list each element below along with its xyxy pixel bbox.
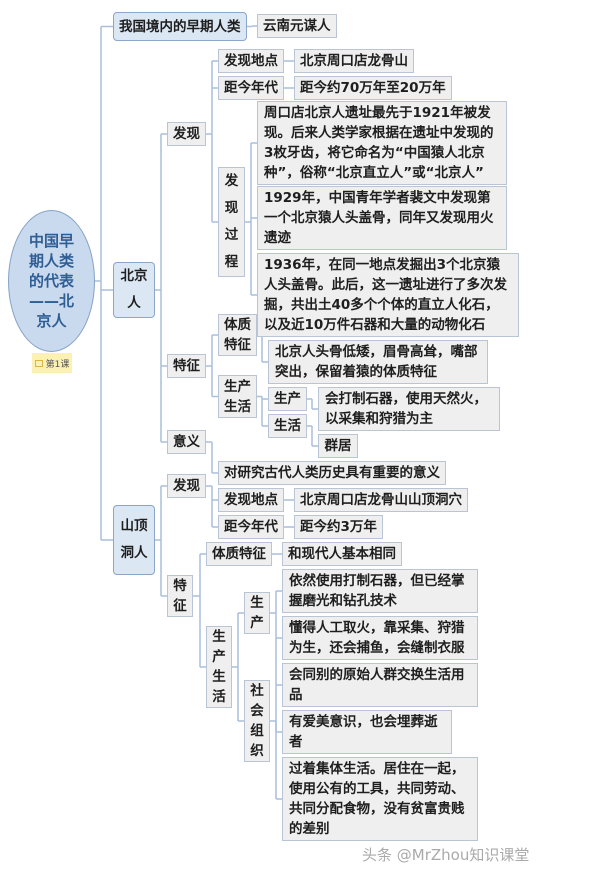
node-uc-age[interactable]: 距今约3万年	[294, 515, 383, 539]
watermark: 头条 @MrZhou知识课堂	[362, 846, 530, 864]
note-icon	[34, 359, 43, 367]
node-peking-age[interactable]: 距今约70万年至20万年	[294, 76, 452, 100]
node-uc-features[interactable]: 特征	[167, 575, 193, 617]
node-process-1921[interactable]: 周口店北京人遗址最先于1921年被发现。后来人类学家根据在遗址中发现的3枚牙齿，…	[257, 101, 507, 185]
node-peking-life-label[interactable]: 生产生活	[218, 375, 257, 418]
node-uc-society-label[interactable]: 社会组织	[244, 680, 270, 762]
node-uc-physical[interactable]: 和现代人基本相同	[282, 542, 402, 566]
node-uc-age-label[interactable]: 距今年代	[218, 515, 284, 539]
node-uc-production-4[interactable]: 有爱美意识，也会埋葬逝者	[282, 710, 452, 754]
node-yuanmou[interactable]: 云南元谋人	[257, 14, 337, 38]
node-uc-production-label[interactable]: 生产	[244, 592, 270, 634]
node-peking-significance-text[interactable]: 对研究古代人类历史具有重要的意义	[218, 461, 446, 485]
node-uc-site[interactable]: 北京周口店龙骨山山顶洞穴	[294, 488, 468, 512]
node-process-1929[interactable]: 1929年，中国青年学者裴文中发现第一个北京猿人头盖骨，同年又发现用火遗迹	[257, 186, 507, 250]
node-uc-society[interactable]: 过着集体生活。居住在一起，使用公有的工具，共同劳动、共同分配食物，没有贫富贵贱的…	[282, 757, 478, 841]
node-uc-production-2[interactable]: 懂得人工取火，靠采集、狩猎为生，还会捕鱼，会缝制衣服	[282, 616, 478, 660]
node-peking-significance[interactable]: 意义	[167, 430, 206, 454]
lesson-tag[interactable]: 第1课	[32, 353, 72, 373]
node-process-1936[interactable]: 1936年，在同一地点发掘出3个北京猿人头盖骨。此后，这一遗址进行了多次发掘，共…	[257, 253, 519, 337]
root-topic[interactable]: 中国早期人类的代表——北京人	[8, 210, 95, 352]
topic-early-humans[interactable]: 我国境内的早期人类	[113, 12, 247, 41]
node-peking-features[interactable]: 特征	[167, 354, 206, 378]
node-peking-production-label[interactable]: 生产	[268, 387, 307, 411]
node-peking-physical-label[interactable]: 体质特征	[218, 314, 257, 356]
node-uc-physical-label[interactable]: 体质特征	[206, 542, 272, 566]
topic-peking-man[interactable]: 北京人	[113, 262, 155, 318]
node-peking-age-label[interactable]: 距今年代	[218, 76, 284, 100]
node-uc-life-label[interactable]: 生产生活	[206, 626, 232, 708]
node-uc-discovery[interactable]: 发现	[167, 474, 206, 498]
node-peking-living[interactable]: 群居	[318, 434, 358, 458]
node-peking-site[interactable]: 北京周口店龙骨山	[294, 49, 414, 73]
node-uc-site-label[interactable]: 发现地点	[218, 488, 284, 512]
node-peking-process-label[interactable]: 发现过程	[218, 167, 245, 277]
node-peking-living-label[interactable]: 生活	[268, 414, 307, 438]
node-uc-production-1[interactable]: 依然使用打制石器，但已经掌握磨光和钻孔技术	[282, 569, 478, 613]
node-peking-discovery[interactable]: 发现	[167, 122, 206, 146]
node-peking-physical[interactable]: 北京人头骨低矮，眉骨高耸，嘴部突出，保留着猿的体质特征	[268, 340, 488, 384]
topic-upper-cave-man[interactable]: 山顶洞人	[113, 505, 155, 575]
node-uc-production-3[interactable]: 会同别的原始人群交换生活用品	[282, 663, 478, 707]
node-peking-site-label[interactable]: 发现地点	[218, 49, 284, 73]
node-peking-production[interactable]: 会打制石器，使用天然火，以采集和狩猎为主	[318, 387, 500, 431]
